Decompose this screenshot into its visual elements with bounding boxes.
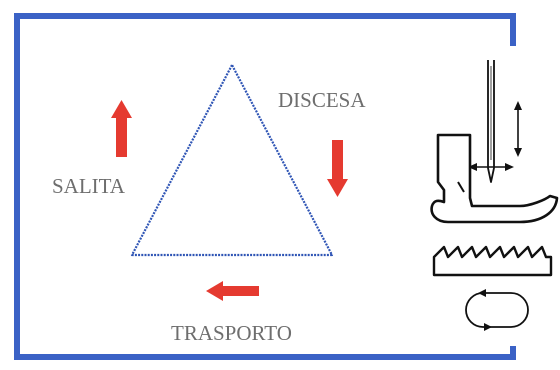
needle-motion-arrow-icon (514, 101, 522, 157)
label-salita: SALITA (52, 174, 126, 198)
label-discesa: DISCESA (278, 88, 366, 112)
frame-top-left-bottom (14, 13, 516, 360)
cycle-triangle (130, 63, 334, 257)
needle-icon (487, 60, 495, 183)
horizontal-motion-arrow-icon (468, 163, 514, 171)
presser-foot-icon (430, 133, 559, 224)
arrow-up-icon (111, 100, 132, 157)
feed-cycle-icon (465, 289, 529, 331)
arrow-down-icon (327, 140, 348, 197)
sewing-mechanism (430, 60, 559, 331)
diagram-frame (14, 13, 516, 360)
arrow-left-icon (206, 281, 259, 301)
feed-dog-icon (432, 245, 553, 277)
label-trasporto: TRASPORTO (171, 321, 292, 345)
